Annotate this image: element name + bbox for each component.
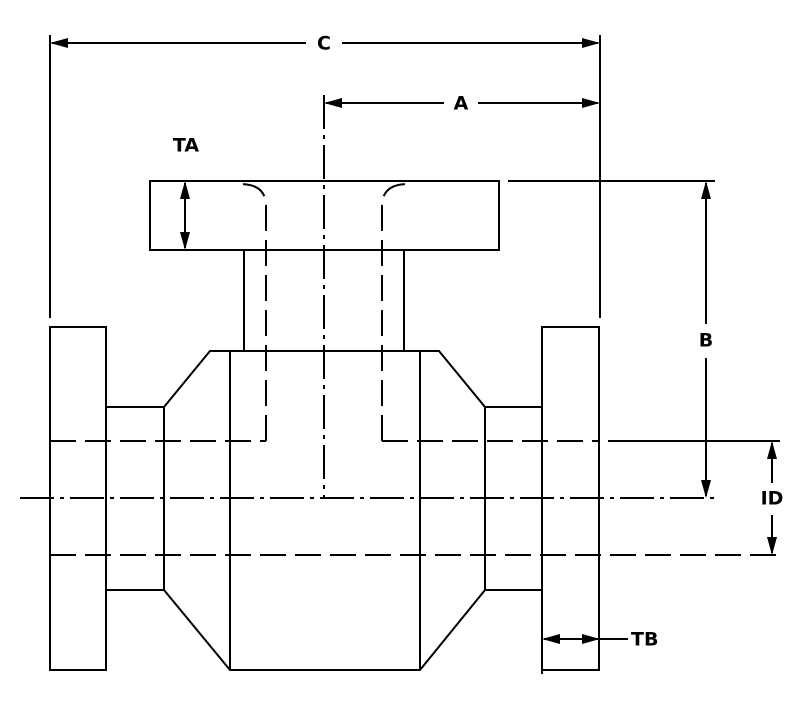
dimension-id: ID: [761, 441, 784, 555]
dimension-c: C: [50, 33, 600, 55]
label-tb: TB: [631, 629, 658, 651]
label-b: B: [699, 330, 713, 352]
dimension-tb: TB: [542, 629, 658, 651]
label-a: A: [454, 93, 469, 115]
label-c: C: [317, 33, 331, 55]
stem-bore-hidden-right: [381, 183, 409, 441]
dimension-a: A: [324, 93, 600, 115]
stem-bore-hidden-left: [239, 183, 267, 441]
label-ta: TA: [173, 135, 199, 157]
dimension-ta: TA: [173, 135, 199, 250]
dimension-b: B: [699, 181, 713, 498]
label-id: ID: [761, 488, 784, 510]
